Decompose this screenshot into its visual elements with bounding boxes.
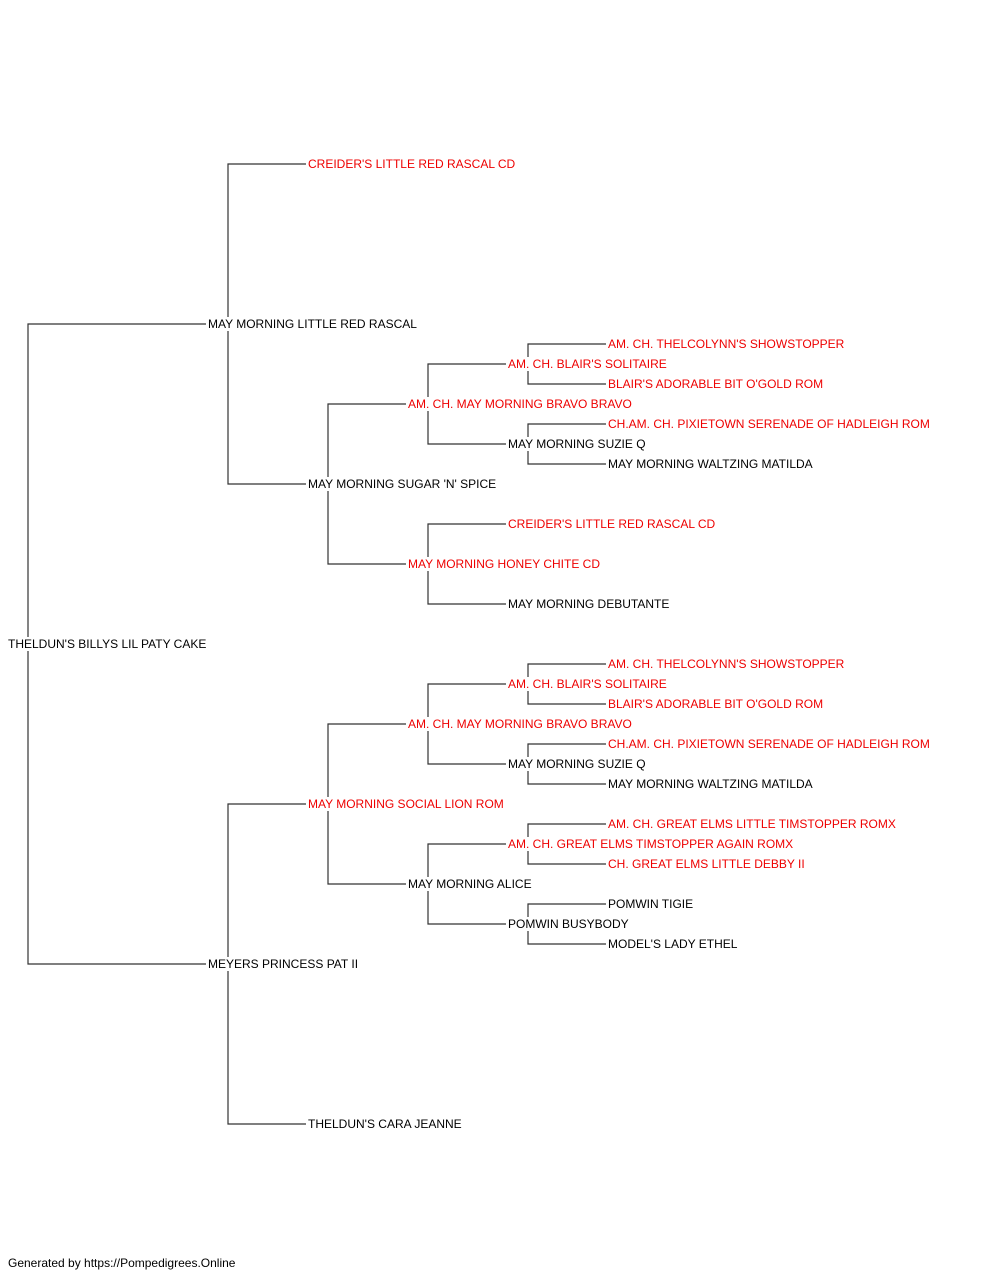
connector-dam-to-sire [227,803,306,964]
connector-sire-dam-dam-to-sire [427,523,506,564]
pedigree-node-dam-sire-dam-sire-sire: AM. CH. GREAT ELMS LITTLE TIMSTOPPER ROM… [608,817,896,831]
pedigree-node-dam-dam: THELDUN'S CARA JEANNE [308,1117,462,1131]
pedigree-node-sire-dam-dam-dam: MAY MORNING DEBUTANTE [508,597,670,611]
pedigree-node-dam-sire-sire-sire-sire: AM. CH. THELCOLYNN'S SHOWSTOPPER [608,657,845,671]
pedigree-node-sire-dam-dam: MAY MORNING HONEY CHITE CD [408,557,601,571]
connector-sire-dam-to-dam [327,484,406,565]
pedigree-node-dam-sire-dam-dam: POMWIN BUSYBODY [508,917,629,931]
pedigree-node-subject: THELDUN'S BILLYS LIL PATY CAKE [8,637,207,651]
pedigree-node-sire-dam-dam-sire: CREIDER'S LITTLE RED RASCAL CD [508,517,716,531]
connector-sire-dam-to-sire [327,403,406,484]
connector-sire-dam-dam-to-dam [427,564,506,605]
pedigree-node-sire-dam: MAY MORNING SUGAR 'N' SPICE [308,477,497,491]
pedigree-node-dam-sire-sire-dam-dam: MAY MORNING WALTZING MATILDA [608,777,813,791]
connector-dam-to-dam [227,964,306,1125]
pedigree-node-dam-sire-dam-sire-dam: CH. GREAT ELMS LITTLE DEBBY II [608,857,805,871]
connector-subject-to-dam [27,644,206,965]
pedigree-node-dam: MEYERS PRINCESS PAT II [208,957,359,971]
connector-sire-dam-sire-to-dam [427,404,506,445]
connector-dam-sire-dam-to-dam [427,884,506,925]
pedigree-node-dam-sire-sire-sire-dam: BLAIR'S ADORABLE BIT O'GOLD ROM [608,697,824,711]
pedigree-node-dam-sire-dam: MAY MORNING ALICE [408,877,532,891]
pedigree-node-sire-dam-sire-dam-dam: MAY MORNING WALTZING MATILDA [608,457,813,471]
pedigree-node-sire-dam-sire: AM. CH. MAY MORNING BRAVO BRAVO [408,397,632,411]
connector-sire-to-dam [227,324,306,485]
connector-dam-sire-sire-to-dam [427,724,506,765]
connector-subject-to-sire [27,323,206,644]
pedigree-node-dam-sire-sire: AM. CH. MAY MORNING BRAVO BRAVO [408,717,632,731]
pedigree-node-sire-dam-sire-sire-dam: BLAIR'S ADORABLE BIT O'GOLD ROM [608,377,824,391]
pedigree-node-sire: MAY MORNING LITTLE RED RASCAL [208,317,417,331]
pedigree-node-dam-sire-sire-dam-sire: CH.AM. CH. PIXIETOWN SERENADE OF HADLEIG… [608,737,930,751]
pedigree-node-sire-dam-sire-sire: AM. CH. BLAIR'S SOLITAIRE [508,357,667,371]
connector-dam-sire-to-dam [327,804,406,885]
pedigree-node-sire-dam-sire-sire-sire: AM. CH. THELCOLYNN'S SHOWSTOPPER [608,337,845,351]
connector-dam-sire-sire-to-sire [427,683,506,724]
connector-dam-sire-to-sire [327,723,406,804]
pedigree-node-dam-sire-dam-sire: AM. CH. GREAT ELMS TIMSTOPPER AGAIN ROMX [508,837,794,851]
connector-dam-sire-dam-to-sire [427,843,506,884]
pedigree-node-dam-sire-dam-dam-sire: POMWIN TIGIE [608,897,694,911]
generator-footer: Generated by https://Pompedigrees.Online [8,1256,236,1270]
pedigree-node-dam-sire-sire-dam: MAY MORNING SUZIE Q [508,757,646,771]
pedigree-node-sire-dam-sire-dam-sire: CH.AM. CH. PIXIETOWN SERENADE OF HADLEIG… [608,417,930,431]
pedigree-node-dam-sire: MAY MORNING SOCIAL LION ROM [308,797,504,811]
pedigree-node-dam-sire-dam-dam-dam: MODEL'S LADY ETHEL [608,937,738,951]
pedigree-node-dam-sire-sire-sire: AM. CH. BLAIR'S SOLITAIRE [508,677,667,691]
pedigree-node-sire-sire: CREIDER'S LITTLE RED RASCAL CD [308,157,516,171]
pedigree-node-sire-dam-sire-dam: MAY MORNING SUZIE Q [508,437,646,451]
connector-sire-to-sire [227,163,306,324]
connector-sire-dam-sire-to-sire [427,363,506,404]
